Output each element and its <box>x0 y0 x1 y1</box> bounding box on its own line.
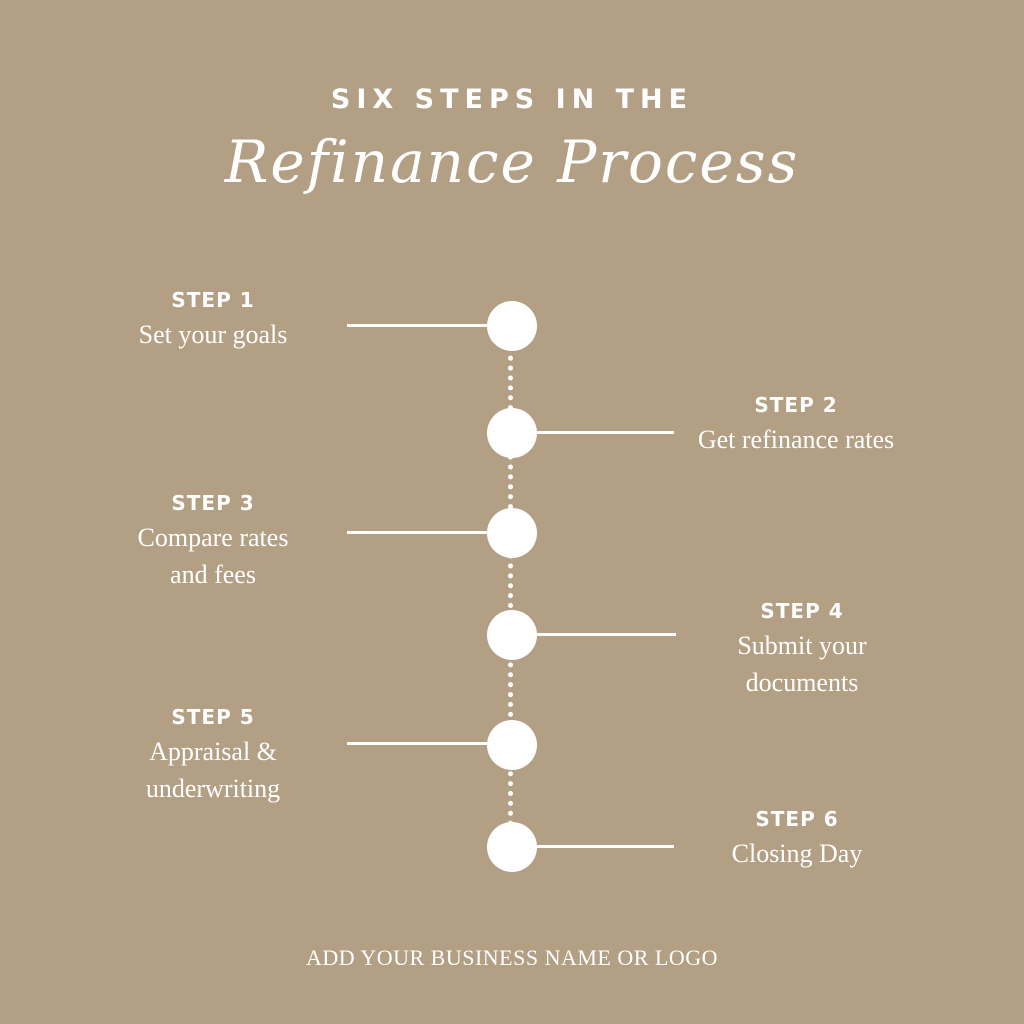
step-1-label: STEP 1 <box>171 288 255 312</box>
step-3: STEP 3 Compare rates and fees <box>98 490 328 593</box>
step-2-description: Get refinance rates <box>697 425 895 454</box>
step-5-connector <box>347 742 512 745</box>
step-6: STEP 6 Closing Day <box>682 806 912 872</box>
step-3-description: Compare rates and fees <box>137 523 289 589</box>
step-6-node <box>487 822 537 872</box>
step-2-connector <box>512 431 674 434</box>
step-6-label: STEP 6 <box>755 807 839 831</box>
step-1-node <box>487 301 537 351</box>
step-4-description: Submit your documents <box>737 631 867 697</box>
timeline-dotted-line <box>508 326 513 846</box>
step-6-connector <box>512 845 674 848</box>
step-5-label: STEP 5 <box>171 705 255 729</box>
step-5-node <box>487 720 537 770</box>
step-4-node <box>487 610 537 660</box>
step-3-node <box>487 508 537 558</box>
business-name-placeholder: ADD YOUR BUSINESS NAME OR LOGO <box>305 945 719 970</box>
step-1-connector <box>347 324 512 327</box>
title-kicker: SIX STEPS IN THE <box>330 84 694 115</box>
step-2-node <box>487 408 537 458</box>
step-2: STEP 2 Get refinance rates <box>681 392 911 458</box>
step-5: STEP 5 Appraisal & underwriting <box>98 704 328 807</box>
step-6-description: Closing Day <box>731 839 863 868</box>
step-4: STEP 4 Submit your documents <box>687 598 917 701</box>
step-2-label: STEP 2 <box>754 393 838 417</box>
step-4-label: STEP 4 <box>760 599 844 623</box>
step-3-connector <box>347 531 512 534</box>
step-5-description: Appraisal & underwriting <box>145 737 281 803</box>
step-1-description: Set your goals <box>138 320 288 349</box>
page-title: Refinance Process <box>224 128 800 196</box>
step-4-connector <box>512 633 676 636</box>
step-3-label: STEP 3 <box>171 491 255 515</box>
step-1: STEP 1 Set your goals <box>98 287 328 353</box>
